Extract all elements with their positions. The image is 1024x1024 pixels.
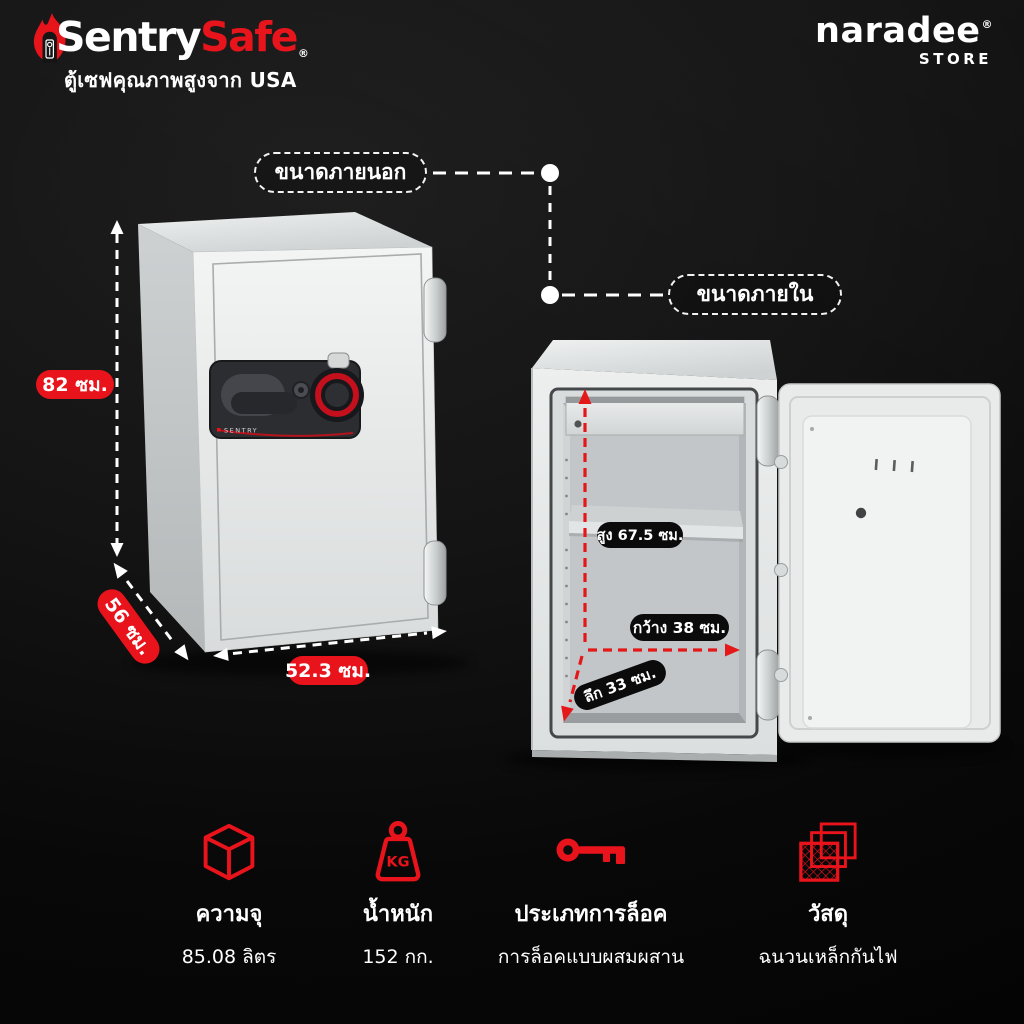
feature-value: 85.08 ลิตร — [181, 946, 277, 968]
feature-weight: KG น้ำหนัก 152 กก. — [258, 820, 538, 972]
internal-height-label: สูง 67.5 ซม. — [597, 522, 683, 548]
brand-tagline: ตู้เซฟคุณภาพสูงจาก USA — [64, 68, 297, 92]
door-back-hole — [855, 507, 867, 519]
internal-width-label: กว้าง 38 ซม. — [630, 614, 729, 641]
brand-name-part1: Sentry — [56, 13, 202, 61]
locking-drawer — [565, 396, 745, 436]
open-hinge-top — [756, 395, 780, 467]
kg-label: KG — [386, 855, 409, 871]
store-subtitle: STORE — [918, 50, 992, 68]
hinge-top — [423, 277, 447, 343]
feature-lock-type: ประเภทการล็อค การล็อคแบบผสมผสาน — [451, 820, 731, 972]
key-icon — [451, 820, 731, 886]
feature-value: 152 กก. — [362, 946, 434, 968]
store-registered-mark: ® — [981, 18, 993, 31]
brand-wordmark: SentrySafe® — [56, 17, 309, 60]
shelf-pin-holes — [565, 458, 568, 678]
feature-material: วัสดุ ฉนวนเหล็กกันไฟ — [688, 820, 968, 972]
weight-kg-icon: KG — [258, 820, 538, 886]
external-height-label: 82 ซม. — [36, 370, 114, 399]
external-dimension-arrows — [110, 220, 447, 661]
connector-dot — [541, 286, 559, 304]
store-name: naradee® — [815, 11, 993, 51]
open-safe-illustration — [531, 340, 1001, 762]
open-door — [774, 383, 1001, 743]
feature-title: ความจุ — [195, 902, 263, 927]
layered-squares-icon — [688, 820, 968, 886]
external-width-label: 52.3 ซม. — [285, 656, 371, 685]
feature-capacity: ความจุ 85.08 ลิตร — [89, 820, 369, 972]
closed-safe-illustration: SENTRY — [138, 212, 447, 653]
external-dimensions-callout: ขนาดภายนอก — [254, 152, 427, 193]
brand-name-part2: Safe — [200, 13, 298, 61]
brand-registered-mark: ® — [297, 47, 309, 60]
dial-index — [327, 352, 350, 369]
callout-connector-lines — [433, 164, 665, 304]
feature-value: การล็อคแบบผสมผสาน — [497, 946, 685, 968]
internal-dimension-arrows — [561, 389, 740, 722]
feature-title: น้ำหนัก — [362, 902, 434, 927]
feature-title: วัสดุ — [807, 902, 849, 927]
sentrysafe-flame-icon — [33, 13, 66, 63]
cube-icon — [89, 820, 369, 886]
door-seam-line — [212, 253, 429, 641]
door-shadow — [775, 738, 1005, 758]
panel-brand-text: SENTRY — [224, 427, 258, 435]
door-bolt — [774, 563, 788, 577]
door-bolt — [774, 668, 788, 682]
feature-value: ฉนวนเหล็กกันไฟ — [758, 946, 898, 968]
hinge-bottom — [423, 540, 447, 606]
combination-dial — [310, 368, 364, 422]
internal-dimensions-callout: ขนาดภายใน — [668, 274, 842, 315]
door-bolt — [774, 455, 788, 469]
connector-dot — [541, 164, 559, 182]
lock-panel: SENTRY — [209, 352, 364, 439]
feature-title: ประเภทการล็อค — [514, 902, 668, 927]
store-logo: naradee® STORE — [815, 14, 992, 67]
open-hinge-bottom — [756, 649, 780, 721]
